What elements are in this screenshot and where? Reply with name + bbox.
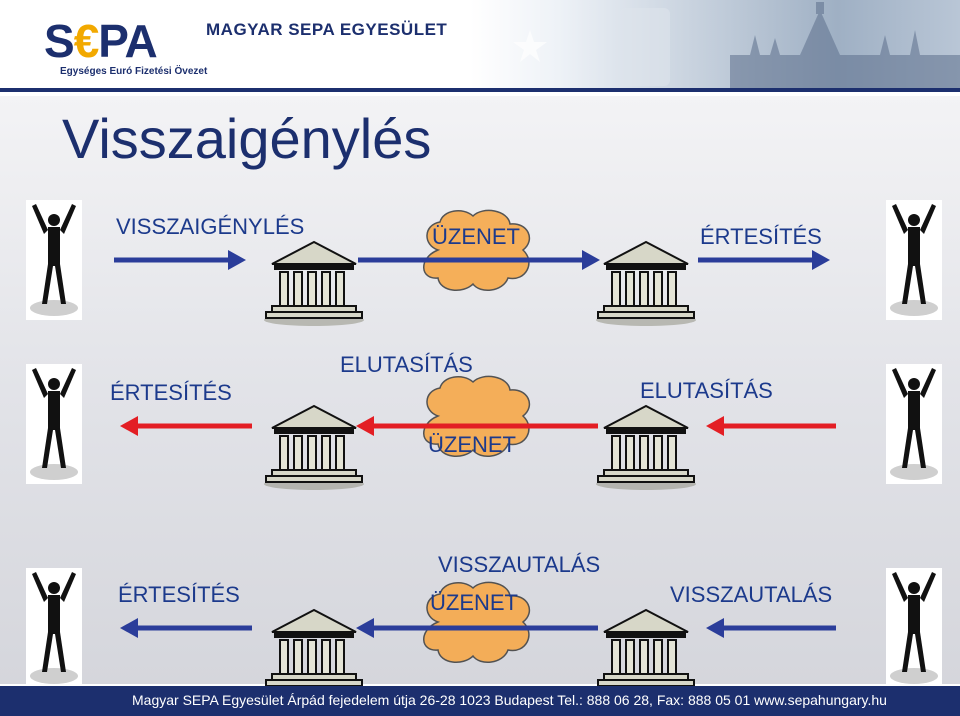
row1-cloud-label: ÜZENET <box>432 224 520 249</box>
row2-left-label: ÉRTESÍTÉS <box>110 380 232 405</box>
arrow-person-to-bank <box>706 416 836 436</box>
arrow-bank-to-bank <box>358 250 600 270</box>
arrow-person-to-bank <box>114 250 246 270</box>
row3-right-label: VISSZAUTALÁS <box>670 582 833 607</box>
bank-right-icon <box>595 405 697 491</box>
person-right-icon <box>886 364 942 484</box>
bank-left-icon <box>263 405 365 491</box>
row2-cloud-label: ÜZENET <box>428 432 516 457</box>
page-title: Visszaigénylés <box>62 107 432 170</box>
arrow-bank-to-person <box>120 416 252 436</box>
bank-right-icon <box>595 241 697 327</box>
row1-left-label: VISSZAIGÉNYLÉS <box>116 214 305 239</box>
parliament-skyline-icon <box>513 2 960 92</box>
person-right-icon <box>886 200 942 320</box>
header-banner: S€PA Egységes Euró Fizetési Övezet MAGYA… <box>0 0 960 92</box>
bank-left-icon <box>263 609 365 695</box>
person-left-icon <box>26 568 82 688</box>
person-left-icon <box>26 200 82 320</box>
row3-top-label: VISSZAUTALÁS <box>438 552 601 577</box>
row2-top-label: ELUTASÍTÁS <box>340 352 473 377</box>
arrow-person-to-bank <box>706 618 836 638</box>
euro-sign-icon: € <box>73 15 100 67</box>
row1-right-label: ÉRTESÍTÉS <box>700 224 822 249</box>
arrow-bank-to-person <box>698 250 830 270</box>
row2-right-label: ELUTASÍTÁS <box>640 378 773 403</box>
organization-name: MAGYAR SEPA EGYESÜLET <box>206 20 448 39</box>
footer-bar: Magyar SEPA Egyesület Árpád fejedelem út… <box>0 686 960 716</box>
row3-left-label: ÉRTESÍTÉS <box>118 582 240 607</box>
person-right-icon <box>886 568 942 688</box>
bank-right-icon <box>595 609 697 695</box>
message-cloud-icon <box>422 209 531 291</box>
person-left-icon <box>26 364 82 484</box>
logo-tagline: Egységes Euró Fizetési Övezet <box>60 66 208 77</box>
footer-contact: Magyar SEPA Egyesület Árpád fejedelem út… <box>132 692 887 708</box>
arrow-bank-to-bank <box>356 416 598 436</box>
row3-cloud-label: ÜZENET <box>430 590 518 615</box>
bank-left-icon <box>263 241 365 327</box>
arrow-bank-to-bank <box>356 618 598 638</box>
header-stripe <box>0 88 960 92</box>
sepa-logo: S€PA <box>44 15 158 67</box>
header-photo <box>470 0 960 92</box>
arrow-bank-to-person <box>120 618 252 638</box>
